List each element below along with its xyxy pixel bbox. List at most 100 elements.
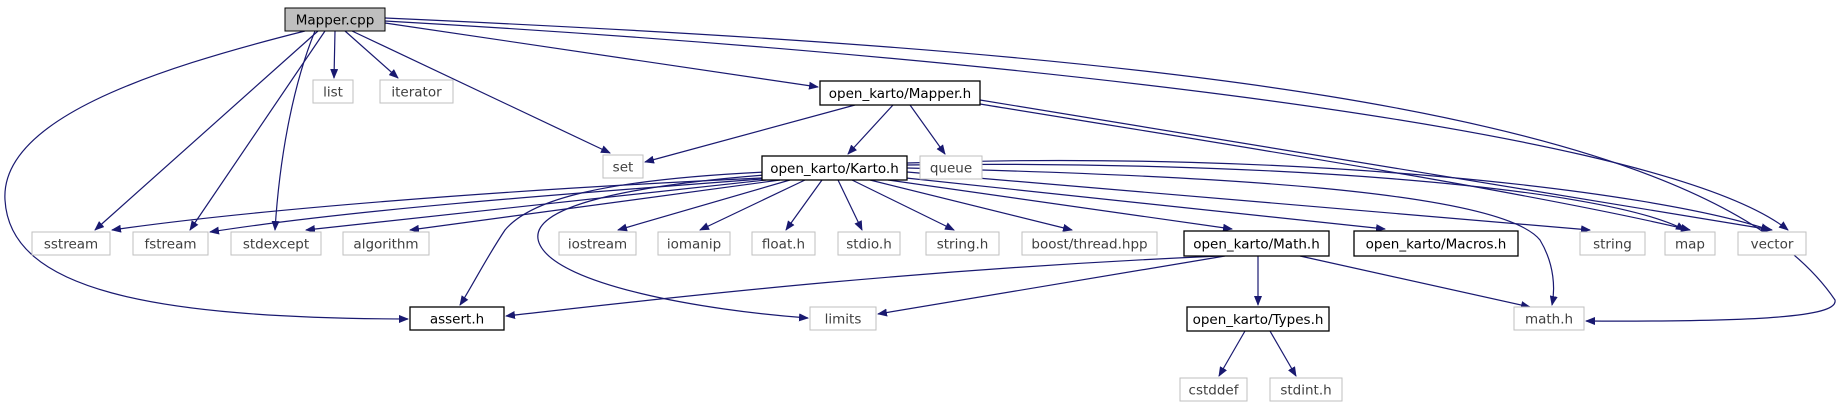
node-math-hdr[interactable]: open_karto/Math.h: [1183, 230, 1330, 257]
node-label: open_karto/Macros.h: [1366, 237, 1507, 253]
node-label: float.h: [762, 237, 805, 253]
node-label: algorithm: [353, 237, 418, 253]
node-label: fstream: [144, 237, 196, 253]
node-box: [31, 231, 111, 256]
node-box: [657, 231, 731, 256]
node-mapper-h[interactable]: open_karto/Mapper.h: [819, 80, 981, 106]
node-box: [230, 231, 322, 256]
node-box: [919, 155, 983, 180]
node-stdexcept: stdexcept: [230, 231, 322, 256]
node-label: map: [1675, 237, 1705, 253]
node-label: math.h: [1525, 312, 1573, 328]
edge-types_h-to-cstddef: [1218, 330, 1246, 377]
edge-karto_h-to-string: [906, 171, 1591, 234]
node-box: [132, 231, 209, 256]
node-label: string: [1593, 237, 1632, 253]
node-algorithm: algorithm: [342, 231, 430, 256]
edge-mapper_cpp-to-math_h: [384, 17, 1836, 326]
node-label: iterator: [391, 85, 442, 101]
node-box: [1353, 230, 1519, 257]
node-iterator: iterator: [379, 79, 454, 104]
node-label: cstddef: [1189, 383, 1240, 399]
edge-mapper_h-to-map: [979, 103, 1691, 232]
node-box: [1664, 231, 1716, 256]
edge-math_hdr-to-assert_h: [505, 255, 1221, 319]
node-label: set: [613, 160, 634, 176]
node-box: [809, 306, 877, 331]
node-label: iomanip: [667, 237, 721, 253]
node-box: [1579, 231, 1646, 256]
node-stdint-h: stdint.h: [1269, 377, 1343, 402]
node-cstddef: cstddef: [1179, 377, 1248, 402]
node-label: open_karto/Math.h: [1193, 237, 1320, 253]
node-box: [761, 155, 908, 181]
node-box: [1737, 231, 1807, 256]
edge-karto_h-to-macros_h: [905, 177, 1386, 233]
node-sstream: sstream: [31, 231, 111, 256]
edge-karto_h-to-algorithm: [409, 179, 781, 233]
edge-karto_h-to-float_h: [785, 179, 823, 231]
node-iostream: iostream: [558, 231, 637, 256]
node-box: [379, 79, 454, 104]
node-box: [1183, 230, 1330, 257]
node-box: [409, 306, 505, 331]
edge-karto_h-to-stdexcept: [305, 179, 767, 234]
node-karto-h[interactable]: open_karto/Karto.h: [761, 155, 908, 181]
node-assert-h[interactable]: assert.h: [409, 306, 505, 331]
node-list: list: [312, 79, 354, 104]
edge-karto_h-to-sstream: [111, 177, 763, 233]
node-queue: queue: [919, 155, 983, 180]
edge-mapper_cpp-to-list: [330, 30, 339, 79]
node-mapper-cpp[interactable]: Mapper.cpp: [284, 7, 386, 32]
edge-karto_h-to-math_hdr: [887, 179, 1233, 232]
node-box: [925, 231, 1000, 256]
edge-karto_h-to-vector: [906, 159, 1771, 231]
node-iomanip: iomanip: [657, 231, 731, 256]
edge-mapper_h-to-karto_h: [847, 104, 894, 155]
node-macros-h[interactable]: open_karto/Macros.h: [1353, 230, 1519, 257]
edge-types_h-to-stdint_h: [1269, 330, 1297, 377]
node-fstream: fstream: [132, 231, 209, 256]
node-box: [751, 231, 816, 256]
edge-mapper_cpp-to-assert_h: [4, 30, 409, 323]
edge-math_hdr-to-limits: [877, 255, 1226, 317]
node-box: [602, 154, 644, 179]
node-set: set: [602, 154, 644, 179]
node-label: stdio.h: [846, 237, 892, 253]
node-label: string.h: [937, 237, 989, 253]
node-label: open_karto/Karto.h: [770, 161, 899, 177]
node-vector: vector: [1737, 231, 1807, 256]
node-types-h[interactable]: open_karto/Types.h: [1186, 306, 1330, 332]
edge-karto_h-to-math_h: [906, 167, 1558, 306]
edge-karto_h-to-assert_h: [459, 171, 766, 306]
node-label: stdint.h: [1280, 383, 1331, 399]
edge-mapper_h-to-queue: [909, 104, 946, 155]
node-string: string: [1579, 231, 1646, 256]
node-label: sstream: [44, 237, 98, 253]
edge-karto_h-to-limits: [537, 174, 809, 322]
node-box: [284, 7, 386, 32]
node-label: boost/thread.hpp: [1031, 237, 1147, 253]
edge-mapper_cpp-to-sstream: [94, 30, 319, 231]
edge-karto_h-to-map: [906, 163, 1686, 231]
edge-math_hdr-to-math_h: [1299, 255, 1531, 309]
node-label: iostream: [568, 237, 627, 253]
edge-mapper_cpp-to-iterator: [344, 30, 399, 79]
edge-karto_h-to-stdio_h: [837, 179, 863, 231]
node-box: [1269, 377, 1343, 402]
node-box: [819, 80, 981, 106]
node-box: [558, 231, 637, 256]
node-box: [1186, 306, 1330, 332]
node-box: [312, 79, 354, 104]
edge-mapper_cpp-to-vector: [384, 20, 1789, 231]
edge-mapper_cpp-to-mapper_h: [384, 22, 819, 90]
edge-mapper_h-to-set: [644, 104, 856, 164]
node-string-h: string.h: [925, 231, 1000, 256]
edge-mapper_cpp-to-set: [351, 30, 611, 154]
node-box: [1513, 306, 1585, 331]
node-box: [837, 231, 901, 256]
node-math-h: math.h: [1513, 306, 1585, 331]
edge-karto_h-to-iomanip: [699, 179, 806, 231]
node-label: open_karto/Mapper.h: [829, 86, 971, 102]
